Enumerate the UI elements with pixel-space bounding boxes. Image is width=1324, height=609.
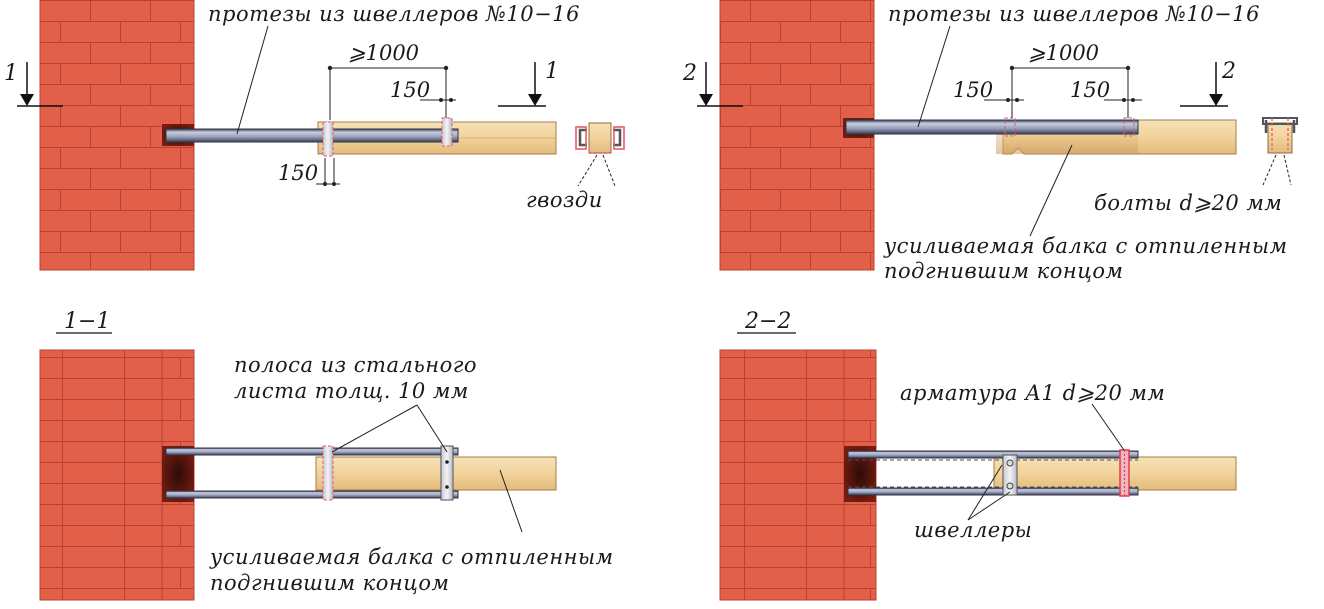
dim-150-right: 150 (1070, 78, 1110, 102)
steel-strip (440, 445, 454, 501)
steel-channel (845, 119, 1139, 135)
dim-150-lower: 150 (278, 161, 318, 185)
rebar (1119, 449, 1130, 497)
nails-label: гвозди (526, 188, 603, 212)
steel-strip (322, 121, 334, 157)
beam-label-line1: усиливаемая балка с отпиленным (883, 234, 1288, 258)
strip-label-line2: листа толщ. 10 мм (234, 379, 469, 403)
section-mark: 1 (4, 61, 18, 86)
beam-label-line2: подгнившим концом (210, 571, 449, 595)
timber-beam (315, 456, 557, 491)
section-title: 1−1 (64, 309, 110, 334)
steel-channel-top (165, 447, 459, 456)
channel-callout: протезы из швеллеров №10−16 (208, 2, 580, 26)
steel-channel-bottom (847, 487, 1139, 496)
beam-label-line2: подгнившим концом (884, 259, 1123, 283)
section-mark: 2 (682, 61, 697, 86)
section-mark: 2 (1221, 59, 1236, 84)
beam-label-line1: усиливаемая балка с отпиленным (209, 545, 614, 569)
dim-150-left: 150 (953, 78, 993, 102)
steel-strip (441, 117, 453, 147)
dim-1000: ⩾1000 (348, 41, 419, 65)
section-1-1: 1−1 полоса из стального листа толщ. 10 м… (39, 309, 614, 601)
timber-beam (993, 456, 1237, 491)
channels-label: швеллеры (914, 518, 1032, 542)
section-2-2: 2−2 арматура А1 d⩾20 мм швеллеры (719, 309, 1237, 601)
rebar-label: арматура А1 d⩾20 мм (900, 381, 1165, 405)
bolts-label: болты d⩾20 мм (1094, 191, 1282, 215)
section-mark: 1 (545, 59, 559, 84)
bolt (1004, 117, 1016, 137)
steel-channel (165, 128, 459, 143)
dim-150-upper: 150 (390, 78, 430, 102)
beam-cross-section (575, 122, 625, 154)
beam-cross-section (1262, 117, 1298, 154)
section-title: 2−2 (744, 309, 791, 334)
top-left-elevation: протезы из швеллеров №10−16 ⩾1000 150 15… (4, 0, 625, 271)
channel-callout: протезы из швеллеров №10−16 (888, 2, 1260, 26)
steel-plate (1002, 454, 1018, 496)
bolt (1123, 117, 1135, 137)
steel-channel-bottom (165, 490, 459, 499)
strip-label-line1: полоса из стального (234, 353, 477, 377)
steel-channel-top (847, 450, 1139, 459)
dim-1000: ⩾1000 (1028, 41, 1099, 65)
brick-wall-section (719, 349, 845, 601)
brick-wall-section (39, 349, 163, 601)
top-right-elevation: протезы из швеллеров №10−16 ⩾1000 150 15… (682, 0, 1298, 283)
steel-strip (322, 445, 334, 501)
